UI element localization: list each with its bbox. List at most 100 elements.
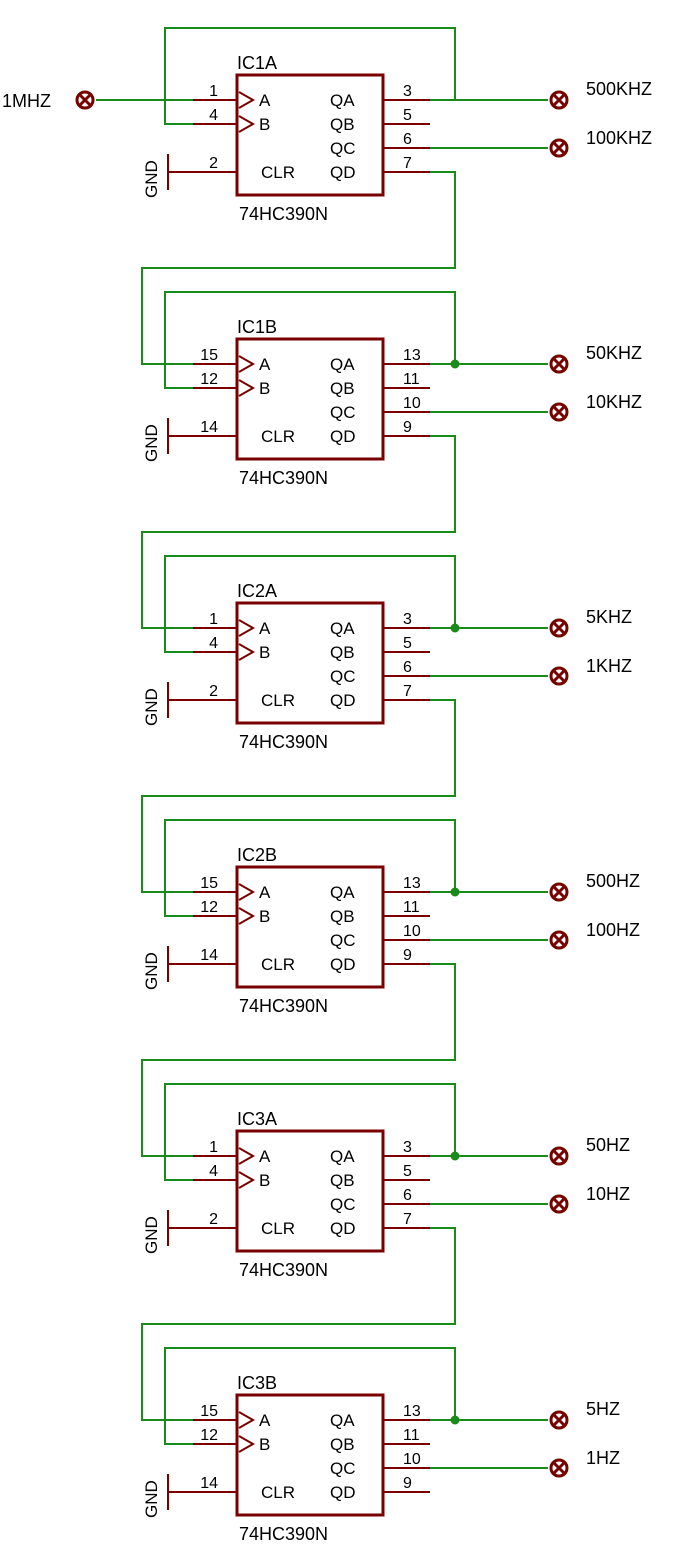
output-label: 500HZ [586,871,640,891]
junction-dot [450,887,460,897]
connector-cross [78,93,92,107]
port-label-qc: QC [330,403,356,422]
port-label-qa: QA [330,1411,355,1430]
clock-input-b-symbol [238,1435,256,1453]
pin-number-qb: 5 [403,1163,412,1180]
junction-dot [450,623,460,633]
output-connector [549,666,569,686]
pin-number-a: 1 [209,611,218,628]
output-connector [549,90,569,110]
pin-number-clr: 2 [209,1211,218,1228]
port-label-qa: QA [330,619,355,638]
chip-name: IC1B [237,317,277,337]
pin-number-b: 12 [200,371,218,388]
pin-number-qc: 6 [403,131,412,148]
clock-input-b-symbol [238,1171,256,1189]
pin-number-qb: 5 [403,107,412,124]
output-label: 100KHZ [586,128,652,148]
gnd-label: GND [142,1480,161,1518]
output-connector [549,402,569,422]
output-connector [549,1146,569,1166]
port-label-qa: QA [330,883,355,902]
chip-name: IC2A [237,581,277,601]
clock-input-a-symbol [238,355,256,373]
output-label: 100HZ [586,920,640,940]
connectors-layer: 500KHZ100KHZ50KHZ10KHZ5KHZ1KHZ500HZ100HZ… [2,79,652,1478]
output-label: 500KHZ [586,79,652,99]
pin-number-a: 15 [200,875,218,892]
input-label: 1MHZ [2,91,51,111]
pin-number-qc: 6 [403,659,412,676]
port-label-clr: CLR [261,955,295,974]
gnd-label: GND [142,160,161,198]
output-connector [549,354,569,374]
pin-number-a: 15 [200,1403,218,1420]
chip-part-number: 74HC390N [239,732,328,752]
pin-number-qb: 11 [403,371,420,388]
pin-number-clr: 2 [209,683,218,700]
port-label-qa: QA [330,91,355,110]
port-label-clr: CLR [261,427,295,446]
pin-number-qd: 7 [403,155,412,172]
pin-number-a: 15 [200,347,218,364]
cascade-wire [141,963,456,1157]
port-label-qb: QB [330,379,355,398]
output-label: 1KHZ [586,656,632,676]
gnd-label: GND [142,424,161,462]
port-label-b: B [259,907,270,926]
port-label-clr: CLR [261,1219,295,1238]
connector-cross [552,933,566,947]
cascade-wire [141,435,456,629]
junction-dot [450,1415,460,1425]
cascade-wire [141,699,456,893]
chip-part-number: 74HC390N [239,468,328,488]
port-label-qc: QC [330,139,356,158]
output-label: 10KHZ [586,392,642,412]
clock-input-b-symbol [238,643,256,661]
port-label-a: A [259,91,271,110]
output-label: 50KHZ [586,343,642,363]
pin-number-qc: 10 [403,923,421,940]
connector-cross [552,885,566,899]
connector-cross [552,1149,566,1163]
connector-cross [552,141,566,155]
pin-number-qa: 3 [403,611,412,628]
clock-input-b-symbol [238,907,256,925]
output-connector [549,882,569,902]
chip-name: IC3B [237,1373,277,1393]
chip-body [235,1129,385,1253]
pin-number-b: 4 [209,1163,218,1180]
pin-number-qd: 7 [403,1211,412,1228]
chip-part-number: 74HC390N [239,1260,328,1280]
clock-input-a-symbol [238,619,256,637]
clock-input-a-symbol [238,1147,256,1165]
port-label-qc: QC [330,1195,356,1214]
pin-number-b: 4 [209,107,218,124]
pin-number-qb: 11 [403,899,420,916]
pin-number-qa: 3 [403,1139,412,1156]
output-connector [549,1410,569,1430]
connector-cross [552,1413,566,1427]
output-label: 1HZ [586,1448,620,1468]
port-label-qd: QD [330,427,356,446]
port-label-a: A [259,1147,271,1166]
chip-name: IC3A [237,1109,277,1129]
output-connector [549,1194,569,1214]
port-label-b: B [259,643,270,662]
connector-cross [552,93,566,107]
wires-layer [96,27,548,1469]
connector-cross [552,357,566,371]
output-connector [549,930,569,950]
pin-number-qc: 10 [403,1451,421,1468]
port-label-qd: QD [330,691,356,710]
chip-part-number: 74HC390N [239,1524,328,1544]
clock-input-a-symbol [238,1411,256,1429]
pin-number-qd: 9 [403,419,412,436]
input-connector [75,90,95,110]
gnd-label: GND [142,1216,161,1254]
port-label-qd: QD [330,1219,356,1238]
